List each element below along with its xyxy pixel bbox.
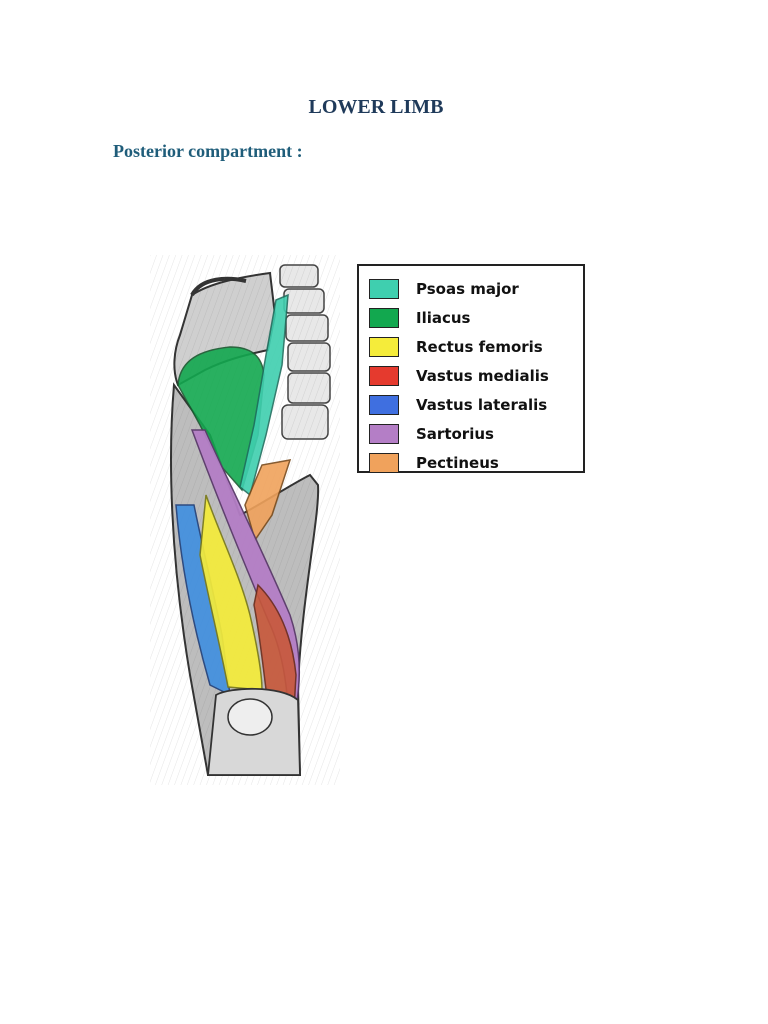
legend-label: Sartorius [416,424,494,443]
legend-item: Vastus lateralis [359,390,583,419]
legend-item: Iliacus [359,303,583,332]
legend-label: Rectus femoris [416,337,543,356]
legend-swatch [369,278,399,299]
muscle-legend: Psoas major Iliacus Rectus femoris Vastu… [357,264,585,473]
legend-swatch [369,336,399,357]
legend-swatch [369,423,399,444]
patella [227,698,273,736]
rectus-femoris-muscle [199,494,263,691]
thigh-anatomy-illustration [150,255,340,785]
section-heading: Posterior compartment : [113,141,303,161]
page-title: LOWER LIMB [308,96,444,118]
thigh-muscles-figure: Psoas major Iliacus Rectus femoris Vastu… [150,255,600,785]
legend-item: Rectus femoris [359,332,583,361]
legend-swatch [369,365,399,386]
legend-label: Pectineus [416,453,499,472]
legend-item: Psoas major [359,274,583,303]
legend-label: Vastus medialis [416,366,549,385]
legend-swatch [369,307,399,328]
legend-swatch [369,394,399,415]
legend-label: Vastus lateralis [416,395,548,414]
legend-item: Sartorius [359,419,583,448]
legend-label: Psoas major [416,279,519,298]
legend-label: Iliacus [416,308,471,327]
legend-swatch [369,452,399,473]
legend-item: Pectineus [359,448,583,477]
legend-item: Vastus medialis [359,361,583,390]
